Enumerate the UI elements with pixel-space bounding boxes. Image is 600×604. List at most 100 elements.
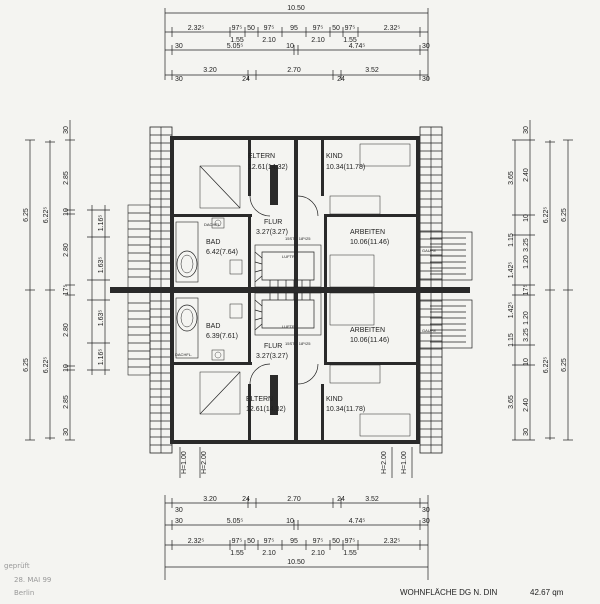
bot-r3-4: 95: [290, 538, 298, 545]
top-r2-2: 5.05⁵: [227, 43, 244, 50]
right-inner-3: 1.15: [508, 233, 515, 247]
left-inner-4: 17⁵: [63, 285, 70, 296]
bottom-overall-dim: 10.50: [287, 559, 305, 566]
left-inner-5: 2.80: [63, 323, 70, 337]
bot-r3-1: 97⁵: [232, 538, 243, 545]
bot-r3-2: 50: [247, 538, 255, 545]
bot-r3-0: 2.32⁵: [188, 538, 205, 545]
right-inner-8: 17⁵: [523, 285, 530, 296]
luftr-label-2: LUFTR.: [282, 324, 296, 329]
left-inner-3: 2.80: [63, 243, 70, 257]
top-r2-6: 1.55: [343, 37, 357, 44]
height-label-0: H=1.00: [181, 451, 188, 474]
left-fine-0: 1.16⁵: [98, 215, 105, 232]
room-arbeiten-top-area: 10.06(11.46): [350, 239, 389, 246]
top-overall-dim: 10.50: [287, 5, 305, 12]
bot-r2-2: 10: [286, 518, 294, 525]
left-inner-8: 30: [63, 428, 70, 436]
gaupe-label-2: GAUPE: [422, 328, 436, 333]
luftr-label-1: LUFTR.: [282, 254, 296, 259]
right-dimension-chains: 6.25 6.25 6.22⁵ 6.22⁵ 30 3.65 2.40 1.15 …: [508, 120, 573, 441]
room-eltern-bottom: ELTERN: [246, 396, 273, 403]
left-inner-1: 2.85: [63, 171, 70, 185]
dachfl-label-2: DACHFL.: [175, 352, 192, 357]
top-dimension-chains: 10.50 2.32⁵ 97⁵ 50 97⁵ 95 97⁵ 50 97⁵ 2.3…: [164, 5, 430, 83]
stair-label-2: 15STG 18⁵/25: [285, 341, 311, 346]
gaupe-label-1: GAUPE: [422, 248, 436, 253]
bot-r3-7: 97⁵: [345, 538, 356, 545]
top-r1-6: 50: [332, 25, 340, 32]
top-r3-2: 24: [242, 76, 250, 83]
bottom-dimension-chains: 30 3.20 24 2.70 24 3.52 30 30 5.05⁵ 10 4…: [164, 495, 430, 580]
left-mid-1: 6.22⁵: [43, 357, 50, 374]
right-inner-4: 10: [523, 214, 530, 222]
living-area-value: 42.67 qm: [530, 588, 564, 597]
left-fine-2: 1.63⁵: [98, 310, 105, 327]
bot-r2-4: 30: [422, 518, 430, 525]
room-bad-top: BAD: [206, 239, 220, 246]
room-kind-top: KIND: [326, 153, 343, 160]
bot-r3-8: 2.32⁵: [384, 538, 401, 545]
top-r3-4: 24: [337, 76, 345, 83]
room-eltern-top: ELTERN: [248, 153, 275, 160]
bot-r3-3: 97⁵: [264, 538, 275, 545]
bot-r1-3: 2.70: [287, 496, 301, 503]
approval-stamp-line-1: geprüft: [4, 562, 30, 570]
height-label-3: H=1.00: [401, 451, 408, 474]
top-r2-4: 10: [286, 43, 294, 50]
right-inner-7: 1.42⁵: [508, 262, 515, 279]
top-r2-7: 4.74⁵: [349, 43, 366, 50]
bot-r1-6: 30: [422, 507, 430, 514]
left-inner-2: 10: [63, 208, 70, 216]
bot-r4-2: 2.10: [311, 550, 325, 557]
top-r2-0: 30: [175, 43, 183, 50]
left-inner-6: 10: [63, 364, 70, 372]
left-outer-0: 6.25: [23, 208, 30, 222]
bot-r2-3: 4.74⁵: [349, 518, 366, 525]
top-r1-7: 97⁵: [345, 25, 356, 32]
top-r1-0: 2.32⁵: [188, 25, 205, 32]
right-inner-10: 1.20: [523, 311, 530, 325]
room-bad-bottom-area: 6.39(7.61): [206, 333, 238, 340]
room-arbeiten-bottom: ARBEITEN: [350, 327, 385, 334]
bot-r4-0: 1.55: [230, 550, 244, 557]
room-flur-top: FLUR: [264, 219, 282, 226]
top-r1-2: 50: [247, 25, 255, 32]
bot-r1-4: 24: [337, 496, 345, 503]
bot-r2-0: 30: [175, 518, 183, 525]
top-r2-8: 30: [422, 43, 430, 50]
left-outer-1: 6.25: [23, 358, 30, 372]
right-inner-13: 10: [523, 358, 530, 366]
dachfl-label-1: DACHFL.: [204, 222, 221, 227]
top-r2-1: 1.55: [230, 37, 244, 44]
right-mid-1: 6.22⁵: [543, 357, 550, 374]
stair-top: LUFTR. 15STG 18⁵/25: [254, 236, 322, 288]
right-inner-15: 3.65: [508, 395, 515, 409]
height-label-1: H=2.00: [201, 451, 208, 474]
left-fine-3: 1.16⁵: [98, 349, 105, 366]
right-inner-0: 30: [523, 126, 530, 134]
bot-r3-6: 50: [332, 538, 340, 545]
stair-label-1: 15STG 18⁵/25: [285, 236, 311, 241]
room-kind-bottom-area: 10.34(11.78): [326, 406, 365, 413]
height-label-2: H=2.00: [381, 451, 388, 474]
room-bad-top-area: 6.42(7.64): [206, 249, 238, 256]
bot-r1-0: 30: [175, 507, 183, 514]
top-r3-1: 3.20: [203, 67, 217, 74]
top-r3-6: 30: [422, 76, 430, 83]
room-eltern-bottom-area: 12.61(14.32): [246, 406, 286, 413]
right-mid-0: 6.22⁵: [543, 207, 550, 224]
top-r1-3: 97⁵: [264, 25, 275, 32]
bot-r1-1: 3.20: [203, 496, 217, 503]
bath-fixtures-bottom: DACHFL.: [175, 297, 243, 361]
right-inner-5: 3.25: [523, 238, 530, 252]
room-arbeiten-bottom-area: 10.06(11.46): [350, 337, 389, 344]
top-r1-4: 95: [290, 25, 298, 32]
top-r3-3: 2.70: [287, 67, 301, 74]
top-r2-3: 2.10: [262, 37, 276, 44]
bot-r1-5: 3.52: [365, 496, 379, 503]
room-flur-bottom-area: 3.27(3.27): [256, 353, 288, 360]
top-r1-8: 2.32⁵: [384, 25, 401, 32]
bot-r4-1: 2.10: [262, 550, 276, 557]
